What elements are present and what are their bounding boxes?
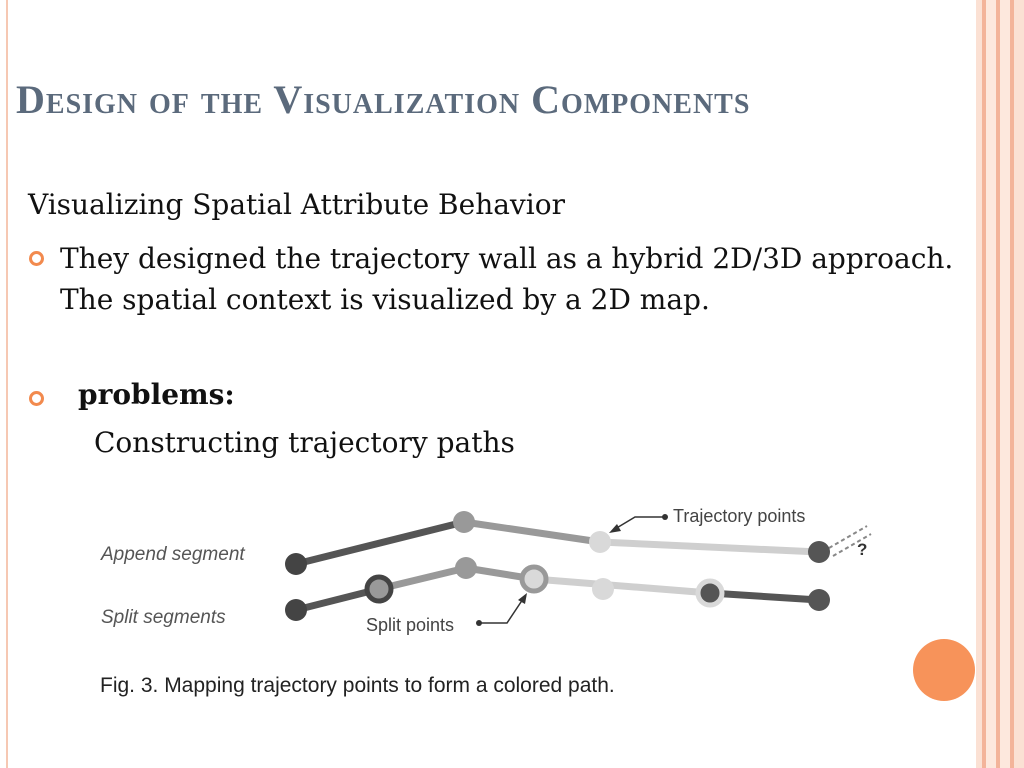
split-line-light: [533, 575, 711, 597]
split-line-mid: [378, 564, 467, 593]
question-mark: ?: [857, 540, 867, 559]
split-points-label: Split points: [366, 615, 454, 635]
split-point: [364, 574, 394, 604]
trajectory-figure: Append segment Split segments ? Trajecto…: [100, 506, 872, 635]
split-points-arrow: [479, 598, 524, 624]
trajectory-point: [808, 541, 830, 563]
append-line-light: [599, 538, 820, 556]
bullet-text-2: problems:: [78, 378, 235, 411]
append-line-dark: [295, 518, 465, 568]
trajectory-points-arrow: [614, 516, 665, 530]
append-dash-1: [828, 525, 868, 549]
split-point: [519, 564, 549, 594]
trajectory-point: [453, 511, 475, 533]
arrow-head-icon: [518, 593, 527, 604]
trajectory-point: [455, 557, 477, 579]
trajectory-points-label: Trajectory points: [673, 506, 805, 526]
trajectory-point: [808, 589, 830, 611]
right-decorative-stripes: [976, 0, 1024, 768]
figure-caption: Fig. 3. Mapping trajectory points to for…: [100, 674, 615, 697]
split-line-dark-2: [709, 589, 820, 604]
bullet-icon: [29, 391, 44, 406]
bullet-text-1: They designed the trajectory wall as a h…: [60, 242, 954, 316]
trajectory-point: [285, 599, 307, 621]
append-segment-label: Append segment: [100, 544, 245, 565]
subheading: Visualizing Spatial Attribute Behavior: [28, 188, 565, 221]
left-border-rule: [6, 0, 8, 768]
trajectory-point: [285, 553, 307, 575]
sub-item-text: Constructing trajectory paths: [94, 426, 515, 459]
arrow-head-icon: [609, 524, 621, 533]
split-segments-label: Split segments: [101, 607, 226, 628]
decorative-orange-circle: [913, 639, 975, 701]
append-dash-2: [832, 533, 872, 557]
append-line-mid: [463, 518, 601, 546]
slide-title: Design of the Visualization Components: [16, 77, 751, 122]
trajectory-point: [589, 531, 611, 553]
trajectory-point: [592, 578, 614, 600]
bullet-icon: [29, 251, 44, 266]
split-point: [695, 578, 725, 608]
